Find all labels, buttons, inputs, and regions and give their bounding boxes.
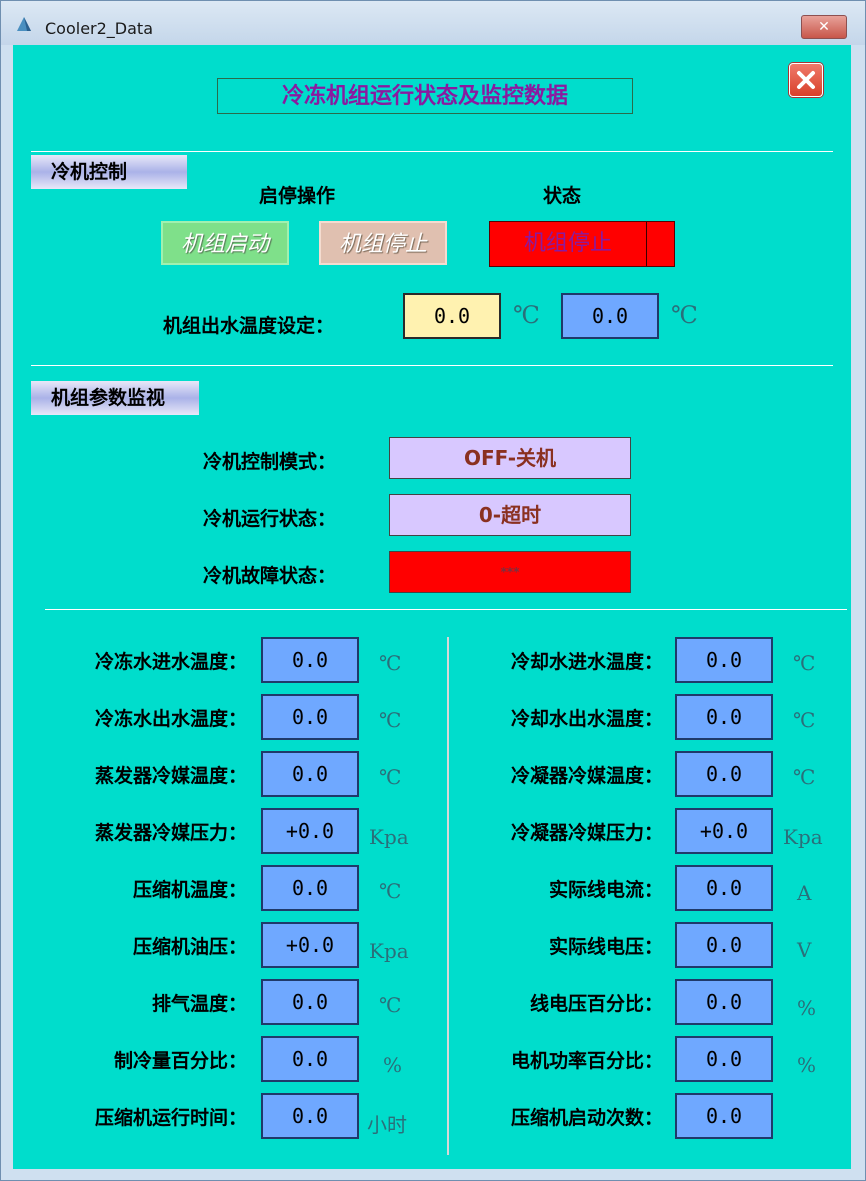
page-title: 冷冻机组运行状态及监控数据 [217, 78, 633, 114]
param-value: 0.0 [261, 751, 359, 797]
param-unit: ℃ [793, 765, 816, 789]
param-unit: ℃ [379, 708, 402, 732]
param-value: 0.0 [261, 637, 359, 683]
unit-stop-button[interactable]: 机组停止 [319, 221, 447, 265]
window-close-button[interactable]: ✕ [801, 15, 847, 39]
status-divider [646, 222, 647, 266]
param-value: 0.0 [261, 1036, 359, 1082]
param-value: 0.0 [675, 1093, 773, 1139]
param-label: 排气温度： [151, 993, 247, 1015]
setpoint-input-unit: ℃ [513, 301, 540, 329]
param-unit: ℃ [379, 651, 402, 675]
divider [31, 365, 833, 366]
unit-status-text: 机组停止 [523, 231, 612, 256]
param-value: 0.0 [675, 694, 773, 740]
divider [45, 609, 847, 610]
close-icon: ✕ [818, 19, 830, 35]
param-unit: ℃ [379, 879, 402, 903]
param-value: +0.0 [675, 808, 773, 854]
param-label: 线电压百分比： [529, 993, 663, 1015]
param-label: 实际线电压： [548, 936, 663, 958]
dialog-body: 冷冻机组运行状态及监控数据 冷机控制 启停操作 状态 机组启动 机组停止 机组停… [13, 45, 851, 1169]
param-value: 0.0 [675, 751, 773, 797]
control-mode-value: OFF-关机 [389, 437, 631, 479]
unit-start-button[interactable]: 机组启动 [161, 221, 289, 265]
param-label: 冷凝器冷媒压力： [510, 822, 663, 844]
control-mode-label: 冷机控制模式： [203, 451, 337, 473]
param-value: 0.0 [261, 1093, 359, 1139]
param-unit: ℃ [793, 651, 816, 675]
param-value: 0.0 [675, 865, 773, 911]
run-status-value: 0-超时 [389, 494, 631, 536]
status-header: 状态 [543, 185, 582, 207]
section-chiller-control: 冷机控制 [31, 155, 187, 189]
param-unit: % [797, 1053, 817, 1077]
param-value: 0.0 [261, 694, 359, 740]
param-value: 0.0 [675, 637, 773, 683]
setpoint-label: 机组出水温度设定： [163, 315, 335, 337]
param-unit: 小时 [367, 1113, 407, 1137]
dialog-close-button[interactable] [789, 63, 823, 97]
param-label: 压缩机油压： [132, 936, 247, 958]
param-unit: ℃ [793, 708, 816, 732]
run-status-label: 冷机运行状态： [203, 508, 337, 530]
param-label: 冷却水出水温度： [510, 708, 663, 730]
param-value: 0.0 [675, 1036, 773, 1082]
fault-status-value: *** [389, 551, 631, 593]
setpoint-display: 0.0 [561, 293, 659, 339]
unit-status-indicator: 机组停止 [489, 221, 675, 267]
param-label: 电机功率百分比： [510, 1050, 663, 1072]
param-label: 蒸发器冷媒压力： [94, 822, 247, 844]
param-value: 0.0 [261, 979, 359, 1025]
fault-status-label: 冷机故障状态： [203, 565, 337, 587]
window-title: Cooler2_Data [45, 19, 153, 38]
param-value: 0.0 [261, 865, 359, 911]
param-label: 冷冻水进水温度： [94, 651, 247, 673]
param-unit: A [797, 881, 812, 905]
start-stop-header: 启停操作 [259, 185, 336, 207]
param-label: 蒸发器冷媒温度： [94, 765, 247, 787]
app-icon [17, 17, 31, 31]
param-label: 制冷量百分比： [113, 1050, 247, 1072]
param-label: 冷却水进水温度： [510, 651, 663, 673]
param-unit: Kpa [369, 939, 409, 963]
section-unit-monitor: 机组参数监视 [31, 381, 199, 415]
title-bar[interactable]: Cooler2_Data ✕ [1, 1, 865, 45]
param-unit: % [383, 1053, 403, 1077]
param-unit: ℃ [379, 993, 402, 1017]
divider [31, 151, 833, 152]
param-label: 压缩机运行时间： [94, 1107, 247, 1129]
param-unit: ℃ [379, 765, 402, 789]
close-icon [797, 71, 815, 89]
param-label: 冷冻水出水温度： [94, 708, 247, 730]
param-value: +0.0 [261, 922, 359, 968]
param-value: +0.0 [261, 808, 359, 854]
param-value: 0.0 [675, 922, 773, 968]
param-value: 0.0 [675, 979, 773, 1025]
setpoint-input[interactable]: 0.0 [403, 293, 501, 339]
param-label: 压缩机启动次数： [510, 1107, 663, 1129]
column-divider [447, 637, 449, 1155]
setpoint-display-unit: ℃ [671, 301, 698, 329]
param-label: 压缩机温度： [132, 879, 247, 901]
param-label: 实际线电流： [548, 879, 663, 901]
param-unit: Kpa [369, 825, 409, 849]
param-unit: V [797, 938, 812, 962]
param-label: 冷凝器冷媒温度： [510, 765, 663, 787]
param-unit: % [797, 996, 817, 1020]
param-unit: Kpa [783, 825, 823, 849]
